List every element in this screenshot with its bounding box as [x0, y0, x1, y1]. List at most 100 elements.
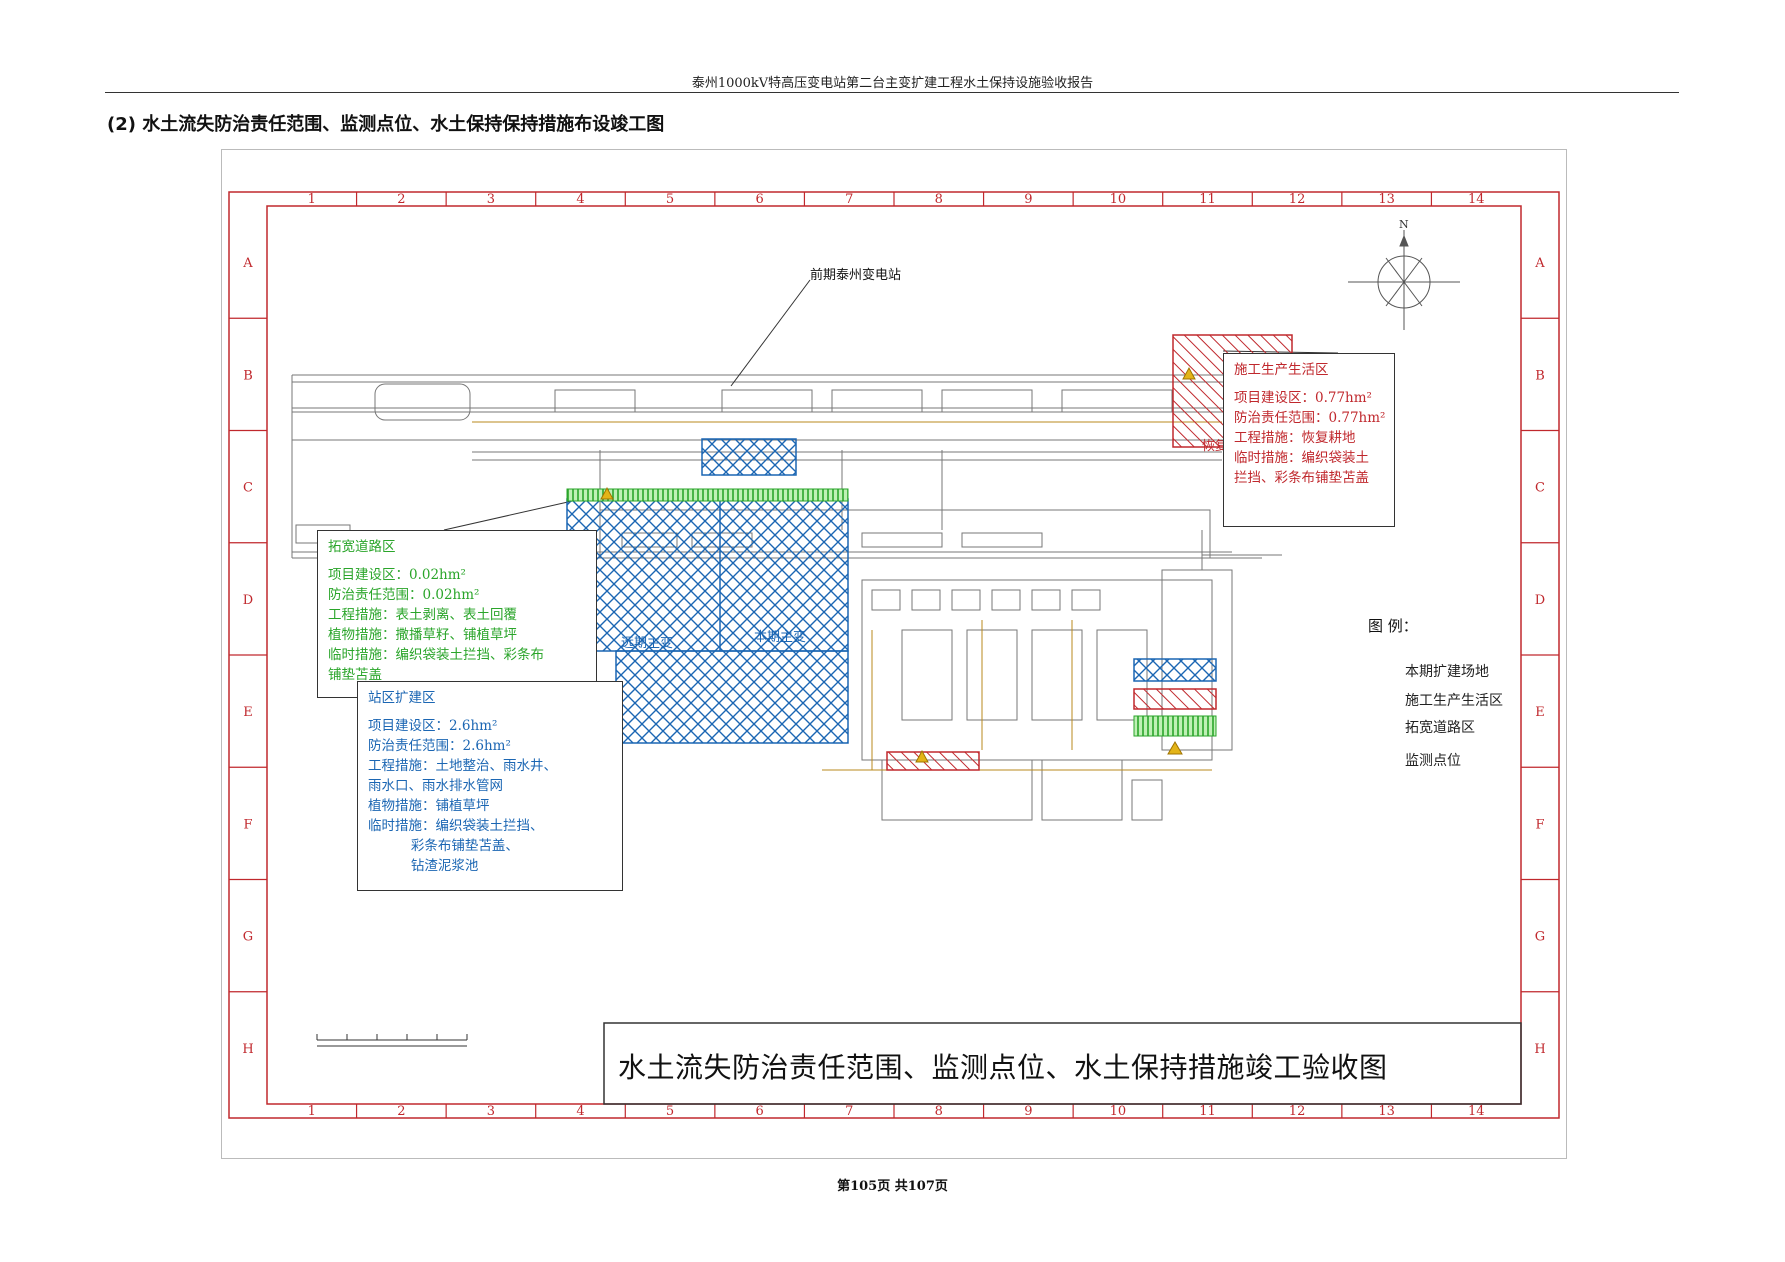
grid-row-label-right: D	[1535, 593, 1545, 608]
grid-row-label-right: F	[1535, 817, 1544, 832]
grid-col-label-bottom: 5	[666, 1104, 674, 1119]
grid-col-label-top: 2	[397, 192, 405, 207]
expansion-site-north-block	[701, 438, 797, 476]
grid-row-label-left: C	[243, 481, 253, 496]
callout-line: 项目建设区：0.77hm²	[1234, 390, 1372, 406]
callout-construction-area: 施工生产生活区 项目建设区：0.77hm² 防治责任范围：0.77hm² 工程措…	[1223, 353, 1395, 527]
callout-line: 临时措施：编织袋装土拦挡、	[368, 818, 544, 834]
callout-line: 防治责任范围：0.02hm²	[328, 587, 480, 603]
callout-line: 临时措施：编织袋装土拦挡、彩条布	[328, 647, 544, 663]
legend-title: 图 例：	[1368, 617, 1418, 635]
callout-title: 施工生产生活区	[1234, 362, 1329, 378]
legend-label-road: 拓宽道路区	[1405, 720, 1475, 736]
grid-col-label-bottom: 8	[935, 1104, 943, 1119]
grid-row-label-right: E	[1535, 705, 1545, 720]
grid-row-label-left: G	[243, 930, 253, 945]
construction-area-strip	[886, 751, 980, 771]
grid-col-label-top: 6	[756, 192, 764, 207]
drawing-title: 水土流失防治责任范围、监测点位、水土保持措施竣工验收图	[618, 1051, 1388, 1084]
legend-label-monitor: 监测点位	[1405, 753, 1461, 769]
page-footer: 第105页 共107页	[837, 1179, 948, 1194]
grid-col-label-bottom: 3	[487, 1104, 495, 1119]
callout-title: 拓宽道路区	[328, 539, 396, 555]
callout-line: 钻渣泥浆池	[368, 858, 479, 874]
grid-col-label-top: 3	[487, 192, 495, 207]
grid-row-label-left: B	[243, 368, 253, 383]
header-rule	[105, 92, 1679, 93]
callout-line: 工程措施：表土剥离、表土回覆	[328, 607, 517, 623]
scale-bar-icon	[316, 1034, 468, 1047]
grid-row-label-left: E	[243, 705, 253, 720]
grid-row-label-right: G	[1535, 930, 1545, 945]
legend-label-construction: 施工生产生活区	[1405, 693, 1503, 709]
callout-title: 站区扩建区	[368, 690, 436, 706]
legend-swatch-construction	[1133, 688, 1217, 710]
expansion-site-south	[615, 650, 849, 744]
grid-row-label-left: H	[242, 1042, 253, 1057]
grid-col-label-top: 14	[1468, 192, 1485, 207]
legend-swatch-road	[1133, 715, 1217, 737]
legend-swatch-expansion	[1133, 658, 1217, 682]
legend-monitor-icon	[1167, 741, 1183, 755]
widened-road-strip	[566, 488, 849, 502]
grid-col-label-bottom: 12	[1289, 1104, 1306, 1119]
callout-line: 植物措施：铺植草坪	[368, 798, 490, 814]
grid-col-label-bottom: 14	[1468, 1104, 1485, 1119]
grid-col-label-top: 5	[666, 192, 674, 207]
grid-col-label-bottom: 4	[576, 1104, 584, 1119]
callout-line: 项目建设区：0.02hm²	[328, 567, 466, 583]
grid-col-label-bottom: 7	[845, 1104, 853, 1119]
grid-col-label-top: 12	[1289, 192, 1306, 207]
callout-line: 临时措施：编织袋装土	[1234, 450, 1369, 466]
grid-col-label-bottom: 2	[397, 1104, 405, 1119]
callout-line: 铺垫苫盖	[328, 667, 382, 683]
callout-line: 工程措施：恢复耕地	[1234, 430, 1356, 446]
callout-line: 拦挡、彩条布铺垫苫盖	[1234, 470, 1369, 486]
grid-col-label-top: 9	[1024, 192, 1032, 207]
grid-col-label-top: 13	[1378, 192, 1395, 207]
grid-col-label-bottom: 11	[1199, 1104, 1216, 1119]
grid-col-label-bottom: 10	[1110, 1104, 1127, 1119]
grid-col-label-bottom: 9	[1024, 1104, 1032, 1119]
grid-col-label-top: 7	[845, 192, 853, 207]
grid-row-label-right: H	[1534, 1042, 1545, 1057]
grid-col-label-top: 4	[576, 192, 584, 207]
grid-col-label-top: 1	[308, 192, 316, 207]
callout-line: 工程措施：土地整治、雨水井、	[368, 758, 557, 774]
callout-line: 防治责任范围：2.6hm²	[368, 738, 511, 754]
grid-col-label-top: 11	[1199, 192, 1216, 207]
callout-line: 项目建设区：2.6hm²	[368, 718, 498, 734]
monitoring-point-icon	[1182, 366, 1196, 380]
compass-north-label: N	[1399, 218, 1409, 231]
monitoring-point-icon	[915, 749, 929, 763]
grid-col-label-top: 8	[935, 192, 943, 207]
callout-line: 雨水口、雨水排水管网	[368, 778, 503, 794]
callout-line: 彩条布铺垫苫盖、	[368, 838, 519, 854]
grid-row-label-left: F	[243, 817, 252, 832]
callout-line: 植物措施：撒播草籽、铺植草坪	[328, 627, 517, 643]
grid-row-label-right: C	[1535, 481, 1545, 496]
compass-rose-icon	[1348, 230, 1460, 330]
label-existing-station: 前期泰州变电站	[810, 267, 901, 283]
callout-road-area: 拓宽道路区 项目建设区：0.02hm² 防治责任范围：0.02hm² 工程措施：…	[317, 530, 597, 698]
title-block	[603, 1022, 1522, 1105]
grid-row-label-right: A	[1534, 256, 1545, 271]
section-title: (2) 水土流失防治责任范围、监测点位、水土保持保持措施布设竣工图	[107, 114, 665, 135]
grid-col-label-bottom: 6	[756, 1104, 764, 1119]
grid-col-label-bottom: 13	[1378, 1104, 1395, 1119]
grid-row-label-left: D	[243, 593, 253, 608]
grid-row-label-left: A	[242, 256, 253, 271]
grid-col-label-bottom: 1	[308, 1104, 316, 1119]
grid-col-label-top: 10	[1110, 192, 1127, 207]
callout-line: 防治责任范围：0.77hm²	[1234, 410, 1386, 426]
monitoring-point-icon	[600, 486, 614, 500]
label-future-transformer: 远期主变	[621, 635, 673, 651]
callout-station-area: 站区扩建区 项目建设区：2.6hm² 防治责任范围：2.6hm² 工程措施：土地…	[357, 681, 623, 891]
expansion-site-main	[566, 498, 849, 652]
legend-label-expansion: 本期扩建场地	[1405, 664, 1489, 680]
label-current-transformer: 本期主变	[754, 629, 806, 645]
